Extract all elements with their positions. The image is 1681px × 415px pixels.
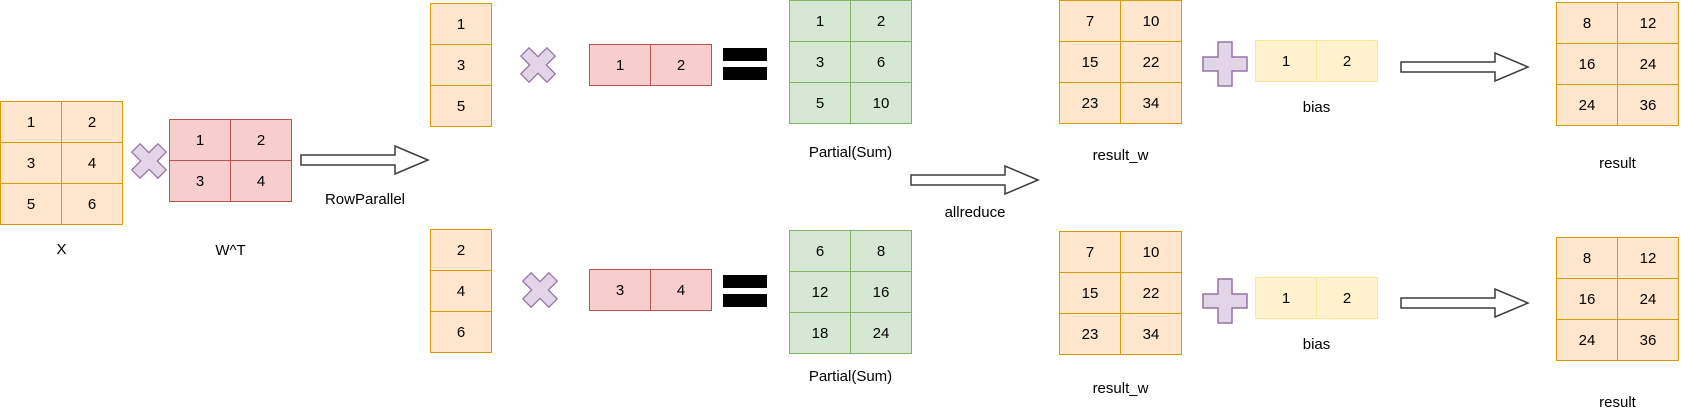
matrix-cell: 4 [431,271,491,311]
matrix-cell: 8 [1557,3,1617,43]
equals-icon [723,48,767,80]
matrix-cell: 22 [1121,273,1181,313]
matrix-cell: 10 [1121,232,1181,272]
result-w-bottom-label: result_w [1092,380,1149,397]
result-bottom-label: result [1599,394,1636,411]
matrix-cell: 1 [170,120,230,160]
matrix-cell: 1 [790,1,850,41]
result-top-label: result [1599,155,1636,172]
equals-icon [723,275,767,307]
matrix-cell: 24 [1557,85,1617,125]
matrix-cell: 10 [851,83,911,123]
matrix-cell: 4 [231,161,291,201]
matrix-cell: 12 [790,272,850,312]
matrix-cell: 16 [1557,279,1617,319]
matrix-cell: 22 [1121,42,1181,82]
partial-sum-top-label: Partial(Sum) [808,144,893,161]
matrix-cell: 12 [1618,3,1678,43]
result-w-top-label: result_w [1092,147,1149,164]
matrix-cell: 18 [790,313,850,353]
matrix-cell: 36 [1618,85,1678,125]
rowparallel-arrow-icon [300,144,430,176]
matrix-cell: 6 [431,312,491,352]
matrix-cell: 6 [62,184,122,224]
matrix-cell: 3 [1,143,61,183]
matrix-cell: 2 [231,120,291,160]
matrix-cell: 34 [1121,314,1181,354]
matrix-cell: 7 [1060,1,1120,41]
matrix-cell: 23 [1060,314,1120,354]
matrix-cell: 10 [1121,1,1181,41]
matrix-cell: 2 [1317,41,1377,81]
allreduce-label: allreduce [944,204,1006,221]
matrix-cell: 1 [1,102,61,142]
matrix-cell: 24 [851,313,911,353]
matrix-cell: 34 [1121,83,1181,123]
matrix-cell: 3 [431,45,491,85]
matrix-cell: 3 [590,270,650,310]
matrix-cell: 1 [1256,41,1316,81]
matrix-cell: 2 [62,102,122,142]
matrix-cell: 3 [170,161,230,201]
matrix-cell: 12 [1618,238,1678,278]
matrix-cell: 16 [1557,44,1617,84]
plus-icon [1202,278,1248,324]
matrix-cell: 24 [1618,44,1678,84]
bias-top-label: bias [1302,99,1331,116]
matrix-cell: 7 [1060,232,1120,272]
matrix-cell: 2 [651,45,711,85]
bias-bottom-label: bias [1302,336,1331,353]
rowparallel-label: RowParallel [324,191,406,208]
multiply-icon [519,46,557,84]
matrix-cell: 1 [1256,278,1316,318]
result-arrow-icon [1400,51,1530,83]
matrix-cell: 8 [851,231,911,271]
matrix-cell: 2 [851,1,911,41]
matrix-cell: 6 [790,231,850,271]
matrix-cell: 4 [62,143,122,183]
plus-icon [1202,41,1248,87]
multiply-icon [521,271,559,309]
matrix-cell: 2 [1317,278,1377,318]
matrix-cell: 16 [851,272,911,312]
matrix-cell: 24 [1557,320,1617,360]
result-arrow-icon [1400,287,1530,319]
matrix-cell: 4 [651,270,711,310]
matrix-cell: 8 [1557,238,1617,278]
matrix-cell: 5 [1,184,61,224]
matrix-cell: 6 [851,42,911,82]
matrix-x-label: X [56,241,67,258]
matrix-cell: 2 [431,230,491,270]
matrix-w-transpose-label: W^T [215,242,246,259]
matrix-cell: 1 [590,45,650,85]
matrix-cell: 5 [790,83,850,123]
multiply-icon [130,142,168,180]
allreduce-arrow-icon [910,164,1040,196]
partial-sum-bottom-label: Partial(Sum) [808,368,893,385]
matrix-cell: 5 [431,86,491,126]
matrix-cell: 15 [1060,273,1120,313]
matrix-cell: 1 [431,4,491,44]
matrix-cell: 15 [1060,42,1120,82]
matrix-cell: 24 [1618,279,1678,319]
matrix-cell: 23 [1060,83,1120,123]
matrix-cell: 3 [790,42,850,82]
matrix-cell: 36 [1618,320,1678,360]
